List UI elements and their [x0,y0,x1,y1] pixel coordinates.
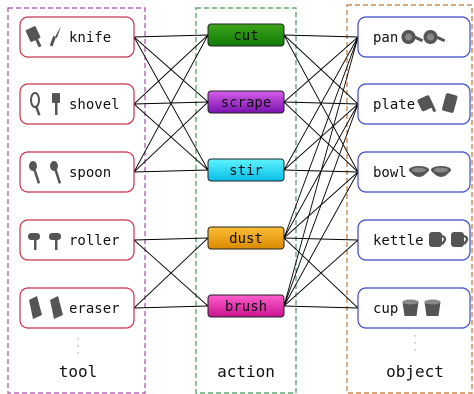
object-group-title: object [386,362,444,381]
spatula-icon [52,93,60,115]
edge-brush-kettle [283,239,359,307]
tool-label: spoon [69,165,111,181]
kettle-icon [429,232,447,247]
cleaver-icon [25,26,42,48]
edge-shovel-cut [133,34,209,105]
tool-node-knife: knife [19,16,135,58]
object-ellipsis: · [414,346,417,356]
tool-node-box [19,151,135,193]
roller-icon [49,233,61,250]
object-ellipsis: · [414,332,417,342]
edge-spoon-cut [133,34,209,173]
edge-brush-bowl [283,171,359,307]
edge-scrape-pan [283,36,359,103]
eraser-icon [50,296,63,319]
action-label: stir [229,163,263,179]
action-node-box [207,23,285,47]
tool-group-frame [7,7,146,394]
eraser-icon [29,296,42,319]
object-label: kettle [373,233,424,249]
action-label: scrape [221,95,272,111]
kettle-icon [451,232,469,247]
edge-spoon-stir [133,169,209,173]
action-node-brush: brush [207,294,285,318]
edge-stir-pan [283,36,359,171]
object-label: pan [373,30,398,46]
tool-ellipsis: · [77,342,80,352]
whisk-icon [30,92,41,116]
tool-ellipsis: · [77,349,80,359]
cup-icon [424,299,441,316]
spoon-icon [50,161,62,184]
object-node-cup: cup [357,287,471,329]
tool-ellipsis: · [77,335,80,345]
action-node-box [207,158,285,182]
tool-group-title: tool [59,362,98,381]
tool-node-box [19,83,135,125]
tool-node-box [19,219,135,261]
edge-dust-pan [283,36,359,239]
tool-label: shovel [69,97,120,113]
action-node-cut: cut [207,23,285,47]
edge-cut-pan [283,34,359,38]
action-node-box [207,294,285,318]
tool-label: roller [69,233,120,249]
object-node-kettle: kettle [357,219,471,261]
spoon-icon [29,161,41,184]
edge-eraser-brush [133,305,209,309]
edge-eraser-dust [133,237,209,309]
action-label: brush [225,299,267,315]
edge-brush-cup [283,305,359,309]
object-node-pan: pan [357,16,471,58]
object-label: cup [373,301,398,317]
edge-brush-pan [283,36,359,307]
action-group-title: action [217,362,275,381]
action-node-box [207,226,285,250]
board-icon [442,93,458,113]
action-label: cut [233,28,258,44]
cup-icon [402,299,419,316]
edge-knife-cut [133,34,209,38]
tool-nodes: knife shovel spoon roller eraser [19,16,135,329]
tool-node-roller: roller [19,219,135,261]
tool-node-shovel: shovel [19,83,135,125]
action-node-box [207,90,285,114]
tool-label: eraser [69,301,120,317]
object-ellipsis: · [414,339,417,349]
tool-node-eraser: eraser [19,287,135,329]
knife-icon [49,26,61,47]
object-nodes: pan plate bowl kettle cup [357,16,471,329]
tool-label: knife [69,30,111,46]
action-group-frame [195,7,297,394]
tool-node-spoon: spoon [19,151,135,193]
pan-icon [423,30,446,44]
object-node-box [357,219,471,261]
object-node-bowl: bowl [357,151,471,193]
plate-icon [417,95,437,113]
edge-brush-plate [283,103,359,307]
object-node-box [357,83,471,125]
pan-icon [401,30,424,44]
edge-spoon-scrape [133,101,209,173]
tool-node-box [19,16,135,58]
action-node-dust: dust [207,226,285,250]
object-label: bowl [373,165,407,181]
object-node-plate: plate [357,83,471,125]
action-label: dust [229,231,263,247]
edge-layer [133,34,359,309]
object-group-frame [346,4,473,394]
bowl-icon [431,166,451,177]
bowl-icon [409,166,429,177]
tool-node-box [19,287,135,329]
action-nodes: cut scrape stir dust brush [207,23,285,318]
object-label: plate [373,97,415,113]
action-node-scrape: scrape [207,90,285,114]
action-node-stir: stir [207,158,285,182]
edge-roller-dust [133,237,209,241]
roller-icon [28,233,40,250]
